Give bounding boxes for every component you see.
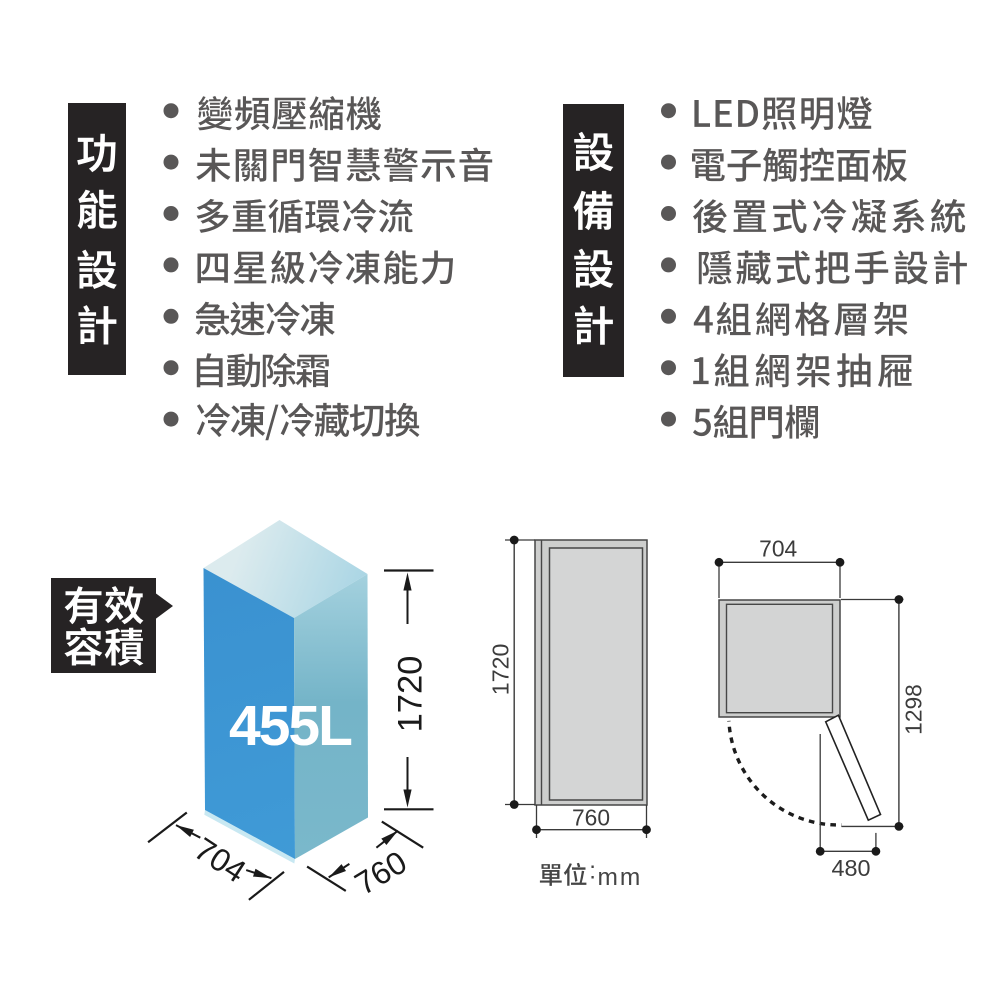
svg-text:704: 704 [759, 536, 797, 562]
svg-text::: : [589, 858, 596, 885]
svg-text:760: 760 [572, 805, 610, 831]
svg-text:1720: 1720 [391, 656, 429, 733]
svg-text:455L: 455L [229, 694, 352, 758]
svg-text:1720: 1720 [488, 644, 514, 696]
svg-text:1298: 1298 [900, 684, 926, 735]
svg-text:480: 480 [831, 855, 870, 881]
svg-text:mm: mm [598, 864, 643, 891]
